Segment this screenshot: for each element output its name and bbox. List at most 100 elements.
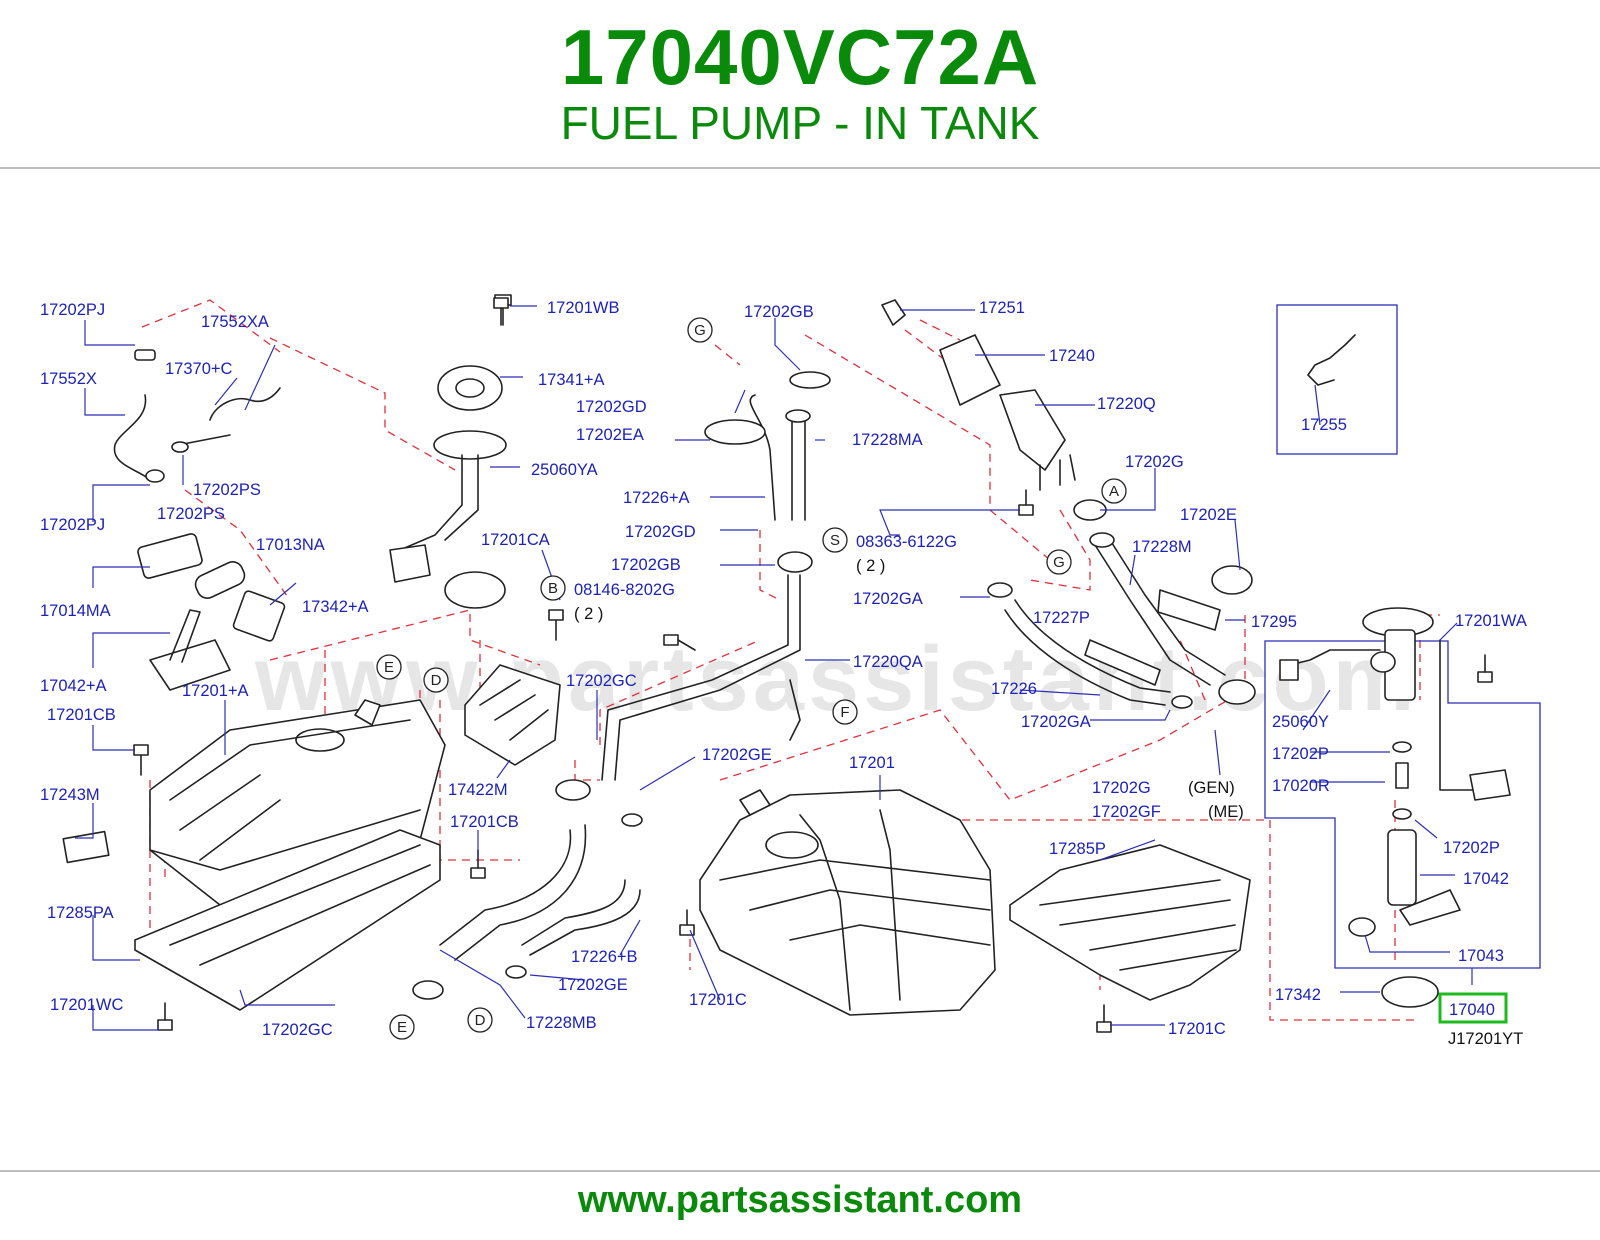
detail-frame-17255 xyxy=(1276,304,1398,455)
part-label: 17201CA xyxy=(481,531,550,549)
part-label: 17201CB xyxy=(47,706,116,724)
part-label: 17226+A xyxy=(623,489,690,507)
part-label: 17202GB xyxy=(611,556,681,574)
part-label: 17202GF xyxy=(1092,803,1161,821)
svg-text:D: D xyxy=(431,672,442,689)
part-label: 17042 xyxy=(1463,870,1509,888)
callout-d: D xyxy=(467,1007,493,1033)
fuel-tank-left xyxy=(62,699,446,1011)
assembly-dashed-lines xyxy=(141,299,1440,1021)
part-label: 17240 xyxy=(1049,347,1095,365)
callout-a: A xyxy=(1101,478,1127,504)
part-label: 17202GD xyxy=(576,398,647,416)
part-label: ( 2 ) xyxy=(574,605,603,623)
part-label: 17202PJ xyxy=(40,516,105,534)
part-label: 17228M xyxy=(1132,538,1192,556)
part-label: 17202P xyxy=(1443,839,1500,857)
part-label: 17202GC xyxy=(262,1021,333,1039)
header-divider xyxy=(0,167,1600,169)
part-label: 17202EA xyxy=(576,426,644,444)
part-label: 17013NA xyxy=(256,536,325,554)
callout-b: B xyxy=(540,575,566,601)
protector-17422M xyxy=(464,664,561,766)
svg-text:F: F xyxy=(840,704,849,721)
page-title: 17040VC72A xyxy=(560,13,1040,101)
callout-e: E xyxy=(376,654,402,680)
leader-lines xyxy=(75,305,1473,1031)
svg-text:A: A xyxy=(1109,483,1119,500)
callout-d: D xyxy=(423,667,449,693)
footer-url[interactable]: www.partsassistant.com xyxy=(577,1179,1023,1221)
svg-text:B: B xyxy=(548,580,558,597)
sender-unit-center xyxy=(389,294,512,609)
part-label: 17201WC xyxy=(50,996,123,1014)
callout-f: F xyxy=(832,699,858,725)
part-label: 17202GA xyxy=(1021,713,1091,731)
part-label: 17285PA xyxy=(47,904,114,922)
callout-g: G xyxy=(687,317,713,343)
part-label: 17370+C xyxy=(165,360,233,378)
part-label: 17552X xyxy=(40,370,97,388)
part-label: 17202P xyxy=(1272,745,1329,763)
part-label: 17201CB xyxy=(450,813,519,831)
part-label: 17226 xyxy=(991,680,1037,698)
tank-protector-17285P xyxy=(1009,844,1251,1001)
callout-g: G xyxy=(1046,549,1072,575)
part-label: 17228MB xyxy=(526,1014,597,1032)
fuel-tank-main xyxy=(699,789,996,1016)
part-label: 17341+A xyxy=(538,371,605,389)
part-label: 17202PS xyxy=(193,481,261,499)
part-label: 17251 xyxy=(979,299,1025,317)
svg-text:D: D xyxy=(475,1012,486,1029)
fuel-pump-assembly xyxy=(1279,607,1511,1008)
part-label: 17255 xyxy=(1301,416,1347,434)
part-label: 17422M xyxy=(448,781,508,799)
filler-hoses-center xyxy=(412,371,831,1000)
part-label: ( 2 ) xyxy=(856,557,885,575)
part-label: 17201C xyxy=(689,991,747,1009)
part-label: 17202PJ xyxy=(40,301,105,319)
footer-divider xyxy=(0,1170,1600,1172)
callout-s: S xyxy=(822,527,848,553)
part-label: 17014MA xyxy=(40,602,111,620)
part-label: 17201C xyxy=(1168,1020,1226,1038)
part-label: (GEN) xyxy=(1188,779,1235,797)
part-label: 25060YA xyxy=(531,461,598,479)
svg-text:G: G xyxy=(1053,554,1065,571)
part-label: 17228MA xyxy=(852,431,923,449)
part-label: 25060Y xyxy=(1272,713,1329,731)
part-label: 17202E xyxy=(1180,506,1237,524)
part-label: 17202GA xyxy=(853,590,923,608)
part-label: 08146-8202G xyxy=(574,581,675,599)
part-label: 17202G xyxy=(1125,453,1184,471)
part-label: 17020R xyxy=(1272,777,1330,795)
part-label: 17342 xyxy=(1275,986,1321,1004)
part-label: 17202GB xyxy=(744,303,814,321)
part-labels: 17202PJ17552XA17552X17370+C17202PS17202P… xyxy=(40,299,1527,1039)
part-label: 17201+A xyxy=(182,682,249,700)
part-label: 17226+B xyxy=(571,948,638,966)
part-label: 17201 xyxy=(849,754,895,772)
part-label: 17040 xyxy=(1449,1001,1495,1019)
part-label: 17243M xyxy=(40,786,100,804)
part-label: 17042+A xyxy=(40,677,107,695)
part-label: 17043 xyxy=(1458,947,1504,965)
part-label: 17202GE xyxy=(702,746,772,764)
part-label: 17227P xyxy=(1033,609,1090,627)
svg-text:S: S xyxy=(830,532,840,549)
part-label: 17295 xyxy=(1251,613,1297,631)
part-label: 17342+A xyxy=(302,598,369,616)
part-label: 17201WB xyxy=(547,299,619,317)
part-label: 17285P xyxy=(1049,840,1106,858)
svg-text:G: G xyxy=(694,322,706,339)
vent-hoses xyxy=(113,349,281,483)
part-label: 17552XA xyxy=(201,313,269,331)
bracket-17255 xyxy=(1307,334,1356,386)
part-label: 17202G xyxy=(1092,779,1151,797)
svg-text:E: E xyxy=(384,659,394,676)
callout-e: E xyxy=(389,1014,415,1040)
part-label: 17202GD xyxy=(625,523,696,541)
pump-parts-left xyxy=(137,533,286,691)
page-subtitle: FUEL PUMP - IN TANK xyxy=(560,97,1040,149)
